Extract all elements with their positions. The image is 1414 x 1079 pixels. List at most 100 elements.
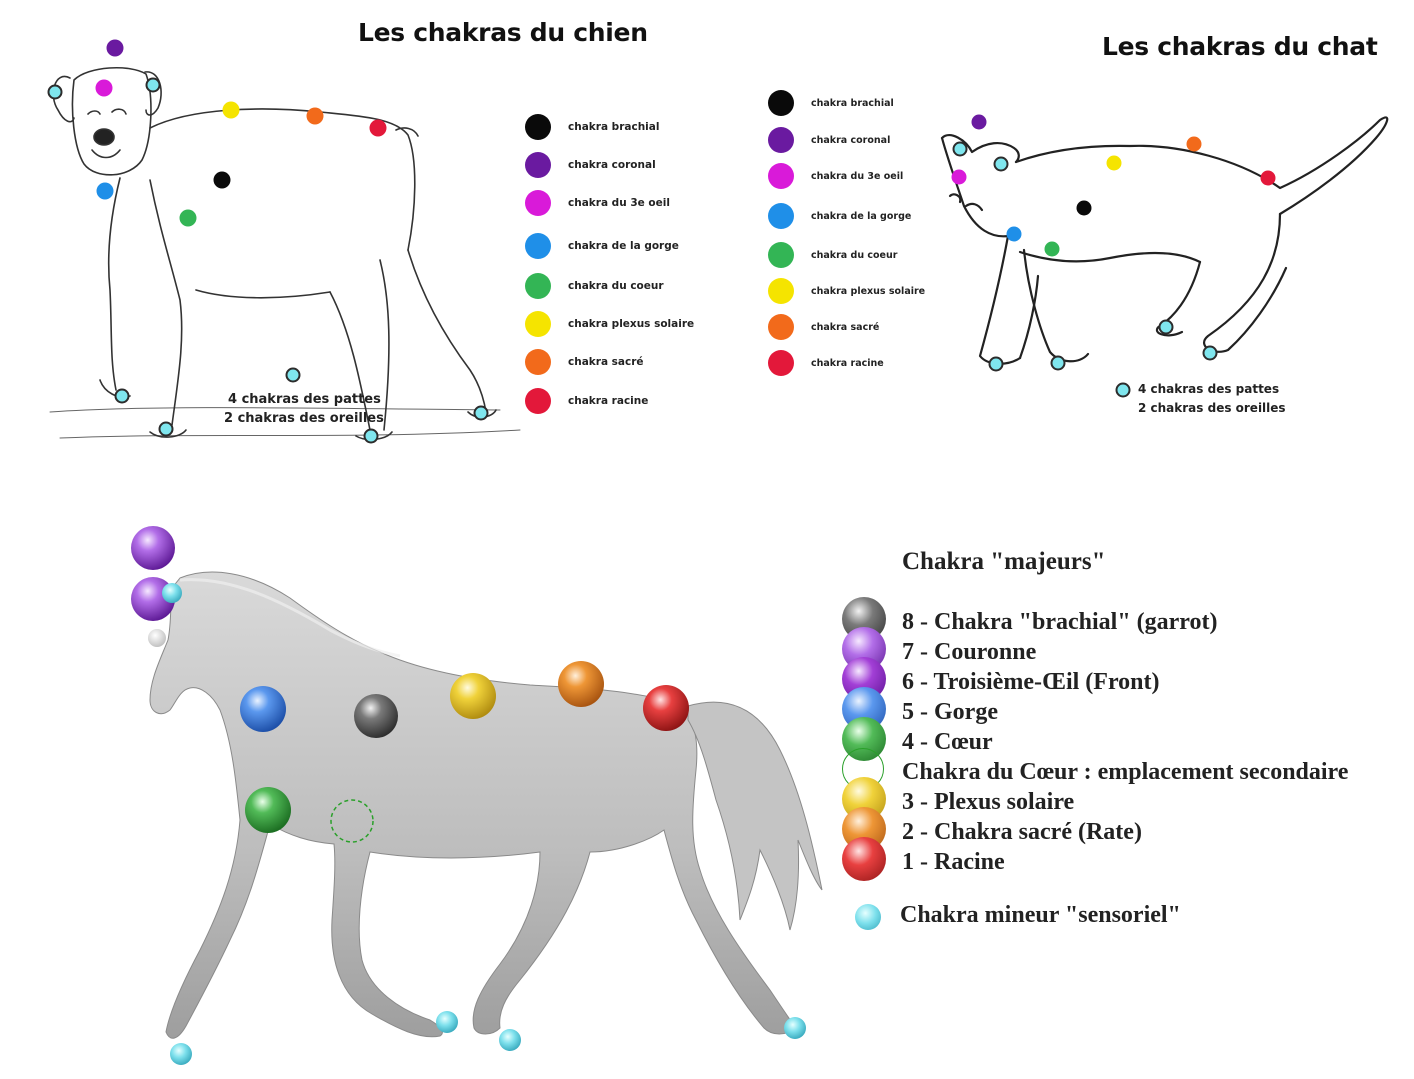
dog-legend-item: chakra du 3e oeil <box>525 188 670 218</box>
horse-legend-label: Chakra du Cœur : emplacement secondaire <box>902 759 1348 786</box>
horse-legend-item: 1 - Racine <box>842 847 1005 877</box>
horse-crown-ball <box>131 526 175 570</box>
cat-legend-label: chakra racine <box>811 358 884 369</box>
horse-heart-ball <box>245 787 291 833</box>
horse-nose-minor-ball <box>148 629 166 647</box>
cat-illustration <box>720 0 1414 470</box>
horse-legend-label: 5 - Gorge <box>902 699 998 726</box>
dog-legend-dot <box>525 273 551 299</box>
horse-legend-label: 3 - Plexus solaire <box>902 789 1074 816</box>
dog-legend-label: chakra du 3e oeil <box>568 197 670 209</box>
cat-paw-minor-dot <box>1204 347 1217 360</box>
dog-legend-dot <box>525 349 551 375</box>
cat-legend-item: chakra plexus solaire <box>768 276 925 306</box>
cat-paw-minor-dot <box>990 358 1003 371</box>
dog-legend-dot <box>525 233 551 259</box>
dog-paw-minor-dot <box>475 407 488 420</box>
horse-hoof-minor-ball <box>436 1011 458 1033</box>
dog-legend-item: chakra du coeur <box>525 271 664 301</box>
cat-paw-minor-dot <box>1052 357 1065 370</box>
horse-solar-plexus-ball <box>450 673 496 719</box>
horse-chakra-panel: Chakra "majeurs" 8 - Chakra "brachial" (… <box>0 480 1414 1079</box>
dog-minor-note: 4 chakras des pattes 2 chakras des oreil… <box>224 390 384 428</box>
dog-root-dot <box>370 120 387 137</box>
cat-legend-label: chakra coronal <box>811 135 890 146</box>
dog-legend-label: chakra brachial <box>568 121 659 133</box>
horse-hoof-minor-ball <box>784 1017 806 1039</box>
cat-heart-dot <box>1045 242 1060 257</box>
cat-legend-item: chakra de la gorge <box>768 201 911 231</box>
dog-legend-dot <box>525 388 551 414</box>
horse-minor-legend-ball <box>855 904 881 930</box>
dog-third-eye-dot <box>96 80 113 97</box>
horse-legend-title: Chakra "majeurs" <box>902 548 1105 576</box>
dog-legend-label: chakra plexus solaire <box>568 318 694 330</box>
horse-brachial-ball <box>354 694 398 738</box>
cat-coronal-dot <box>972 115 987 130</box>
dog-legend-label: chakra de la gorge <box>568 240 679 252</box>
dog-heart-dot <box>180 210 197 227</box>
horse-sacral-ball <box>558 661 604 707</box>
cat-legend-label: chakra plexus solaire <box>811 286 925 297</box>
horse-illustration <box>0 480 840 1079</box>
cat-legend-item: chakra coronal <box>768 125 890 155</box>
cat-legend-dot <box>768 163 794 189</box>
dog-note-line1: 4 chakras des pattes <box>224 390 384 409</box>
dog-legend-item: chakra brachial <box>525 112 659 142</box>
dog-legend-item: chakra coronal <box>525 150 656 180</box>
cat-legend-item: chakra racine <box>768 348 884 378</box>
dog-paw-minor-dot <box>160 423 173 436</box>
dog-brachial-dot <box>214 172 231 189</box>
horse-legend-label: 1 - Racine <box>902 849 1005 876</box>
horse-legend-label: 7 - Couronne <box>902 639 1036 666</box>
dog-note-minor-dot <box>287 369 300 382</box>
horse-ear-minor-ball <box>162 583 182 603</box>
horse-legend-item: 8 - Chakra "brachial" (garrot) <box>842 607 1218 637</box>
horse-legend-item: 6 - Troisième-Œil (Front) <box>842 667 1160 697</box>
dog-ear-minor-dot <box>49 86 62 99</box>
dog-chakra-panel: Les chakras du chien <box>0 0 700 470</box>
cat-legend-dot <box>768 90 794 116</box>
cat-throat-dot <box>1007 227 1022 242</box>
cat-legend-label: chakra de la gorge <box>811 211 911 222</box>
cat-legend-dot <box>768 350 794 376</box>
dog-coronal-dot <box>107 40 124 57</box>
dog-legend-label: chakra sacré <box>568 356 644 368</box>
cat-ear-minor-dot <box>954 143 967 156</box>
horse-legend-item: Chakra du Cœur : emplacement secondaire <box>842 757 1348 787</box>
cat-legend-label: chakra brachial <box>811 98 894 109</box>
horse-legend-item: 2 - Chakra sacré (Rate) <box>842 817 1142 847</box>
cat-legend-dot <box>768 127 794 153</box>
horse-throat-ball <box>240 686 286 732</box>
cat-legend-label: chakra du 3e oeil <box>811 171 903 182</box>
cat-minor-note: 4 chakras des pattes 2 chakras des oreil… <box>1138 380 1286 418</box>
horse-minor-legend-label: Chakra mineur "sensoriel" <box>900 902 1181 929</box>
dog-legend-dot <box>525 190 551 216</box>
cat-legend-dot <box>768 242 794 268</box>
horse-legend-label: 8 - Chakra "brachial" (garrot) <box>902 609 1218 636</box>
cat-legend-dot <box>768 203 794 229</box>
horse-legend-label: 6 - Troisième-Œil (Front) <box>902 669 1160 696</box>
dog-throat-dot <box>97 183 114 200</box>
cat-legend-item: chakra du 3e oeil <box>768 161 903 191</box>
horse-legend-label: 4 - Cœur <box>902 729 993 756</box>
cat-note-line2: 2 chakras des oreilles <box>1138 399 1286 418</box>
dog-legend-label: chakra coronal <box>568 159 656 171</box>
cat-legend-label: chakra sacré <box>811 322 879 333</box>
horse-root-ball <box>643 685 689 731</box>
dog-legend-dot <box>525 114 551 140</box>
dog-paw-minor-dot <box>116 390 129 403</box>
cat-legend-item: chakra sacré <box>768 312 879 342</box>
cat-ear-minor-dot <box>995 158 1008 171</box>
cat-note-minor-dot <box>1117 384 1130 397</box>
horse-legend-ball <box>842 837 886 881</box>
cat-legend-label: chakra du coeur <box>811 250 897 261</box>
dog-legend-label: chakra du coeur <box>568 280 664 292</box>
dog-note-line2: 2 chakras des oreilles <box>224 409 384 428</box>
dog-legend-label: chakra racine <box>568 395 648 407</box>
dog-ear-minor-dot <box>147 79 160 92</box>
dog-paw-minor-dot <box>365 430 378 443</box>
cat-chakra-panel: Les chakras du chat <box>720 0 1414 470</box>
dog-solar-plexus-dot <box>223 102 240 119</box>
horse-hoof-minor-ball <box>170 1043 192 1065</box>
